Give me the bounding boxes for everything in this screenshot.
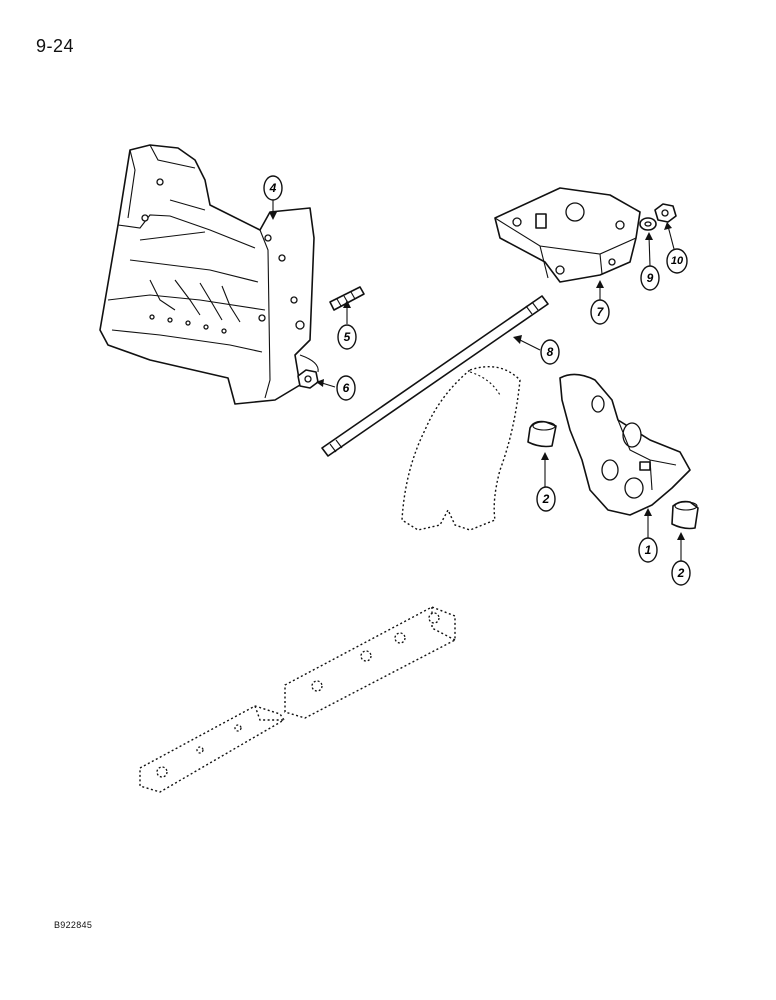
callout-8: 8 <box>513 335 560 365</box>
callout-7-label: 7 <box>597 305 605 319</box>
nut-part-6 <box>297 354 319 389</box>
callout-10-label: 10 <box>671 255 684 267</box>
callout-1: 1 <box>638 508 658 563</box>
callout-5-label: 5 <box>344 330 351 344</box>
callout-2-left-label: 2 <box>542 492 550 506</box>
nut-part-10 <box>654 203 677 223</box>
callout-9: 9 <box>640 232 660 291</box>
washer-part-9 <box>639 217 657 231</box>
lift-arm-reference-outline <box>401 366 521 531</box>
callout-9-label: 9 <box>647 271 654 285</box>
hitch-frame-bracket <box>99 144 315 405</box>
callout-6-label: 6 <box>343 381 350 395</box>
figure-code: B922845 <box>54 920 93 930</box>
callout-1-label: 1 <box>645 543 652 557</box>
callout-2-right-label: 2 <box>677 566 685 580</box>
page-number: 9-24 <box>36 36 75 56</box>
lever-part-1 <box>559 373 691 516</box>
drawbar-reference-outline <box>139 606 456 793</box>
callout-2-right: 2 <box>671 532 691 586</box>
bushing-part-2-right <box>671 500 699 530</box>
callout-5: 5 <box>337 300 357 350</box>
rod-part-8 <box>321 295 549 457</box>
callout-6: 6 <box>316 375 356 401</box>
callout-4: 4 <box>263 175 283 220</box>
callout-10: 10 <box>664 222 688 274</box>
bushing-part-2-left <box>527 420 557 448</box>
callout-2-left: 2 <box>536 452 556 512</box>
stud-part-5 <box>329 286 365 311</box>
callout-4-label: 4 <box>269 181 277 195</box>
housing-part-7 <box>494 187 641 283</box>
callout-8-label: 8 <box>547 345 554 359</box>
callout-7: 7 <box>590 280 610 325</box>
